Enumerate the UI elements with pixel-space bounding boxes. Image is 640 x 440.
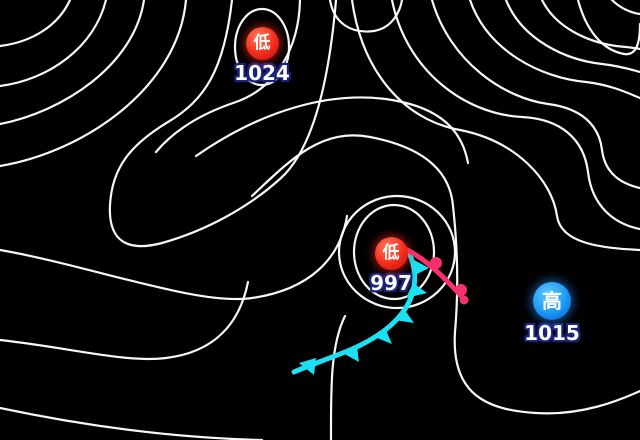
high-symbol: 高	[542, 289, 562, 313]
low-pressure-icon: 低	[374, 237, 408, 270]
cold-front	[291, 248, 429, 375]
pressure-value: 997	[370, 271, 412, 295]
pressure-value: 1024	[234, 61, 290, 85]
cold-front-triangle-barbs	[299, 260, 429, 375]
cold-front-line	[291, 248, 418, 375]
pressure-value: 1015	[524, 321, 580, 345]
low-symbol: 低	[253, 33, 271, 53]
warm-front-semicircle-barbs	[430, 257, 469, 305]
pressure-marker-low-1024: 低 1024	[222, 27, 302, 85]
low-symbol: 低	[382, 243, 400, 263]
warm-front	[402, 246, 469, 305]
high-pressure-icon: 高	[533, 282, 571, 320]
low-pressure-icon: 低	[245, 27, 279, 60]
pressure-marker-low-997: 低 997	[351, 237, 431, 295]
pressure-marker-high-1015: 高 1015	[512, 282, 592, 345]
